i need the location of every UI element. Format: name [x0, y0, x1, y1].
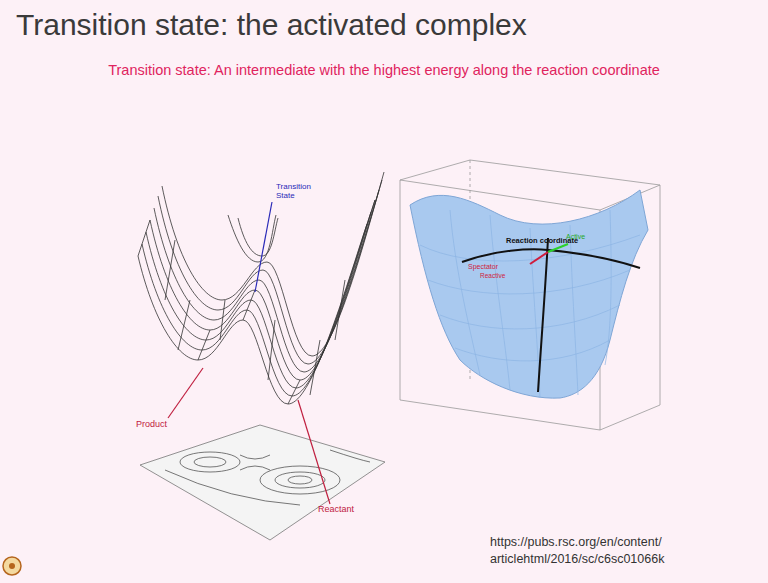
- subtitle: Transition state: An intermediate with t…: [108, 62, 660, 78]
- surface-label: Transition State: [276, 183, 316, 201]
- leader-line: [298, 400, 330, 504]
- surface-label: Active: [566, 233, 585, 240]
- slide-title: Transition state: the activated complex: [16, 8, 527, 42]
- surface-label: Product: [136, 419, 167, 429]
- plot-box: [400, 160, 660, 430]
- leader-line: [168, 368, 203, 418]
- surface-label: Reactive: [480, 272, 505, 279]
- saddle-surface: [410, 190, 648, 398]
- source-url: https://pubs.rsc.org/en/content/ article…: [490, 534, 690, 568]
- leader-line: [255, 202, 272, 292]
- logo: [3, 557, 21, 575]
- surface-label: Spectator: [468, 263, 498, 270]
- contour-plane: [140, 425, 385, 540]
- surface-label: Reactant: [318, 504, 354, 514]
- potential-energy-surface: [138, 172, 384, 404]
